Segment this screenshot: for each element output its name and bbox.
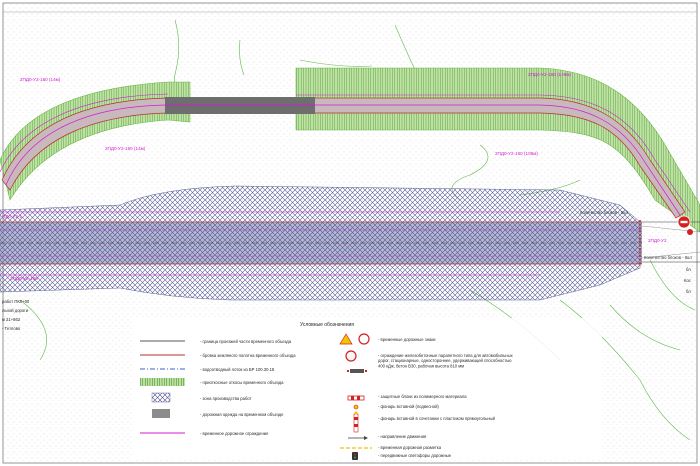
label-right-small: 2ПД0-У2 [648,238,667,243]
concrete-barrier-icon [347,369,367,373]
main-road-area [0,185,700,301]
lamp-post-icon [353,411,359,433]
temporary-road-signs [677,215,693,235]
label-upper-left-top: 2ПД0-У2-160 (14м) [20,77,61,82]
traffic-light-icon [352,452,358,460]
legend-left-item: - приоткосные откосы временного объезда [200,380,284,385]
bypass-road [1,97,686,219]
label-blocks-top: Количество блоков - 8шт [580,210,629,215]
stop-sign-icon [687,229,693,235]
legend-sym-pavement [152,409,170,418]
legend-right-item: - защитные блоки из полимерного материал… [378,394,467,399]
legend-sym-slope-icon [140,378,185,386]
legend-sym-work-zone [151,392,171,403]
label-right-edge-b: Кос [684,278,691,283]
legend-right-item: - временная дорожная разметка [378,445,442,450]
legend-right-item: - фонарь вставной (подвесной) [378,404,439,409]
legend-right-item: - направление движения [378,434,426,439]
legend-right-item: - передвижные светофоры дорожные [378,453,452,458]
label-left-mid: 2ПД0-У2-160 [10,276,38,281]
plan-labels: 2ПД0-У2-160 (14м) 2ПД0-У2-160 (14м) 2ПД0… [2,72,693,331]
warning-sign-icon [339,333,370,362]
legend-right-texts: - временные дорожные знаки - ограждение ж… [378,337,514,458]
label-upper-right-top: 2ПД0-У2-160 (149м) [528,72,571,77]
label-blocks-bottom: Количество блоков - 8шт [644,255,693,260]
label-right-edge-a: бл [686,267,691,272]
label-left-road: льной дороги [2,308,29,313]
label-left-top: ПД0-У2-1 [2,214,23,219]
legend-left-item: - водоотводный лоток из БР 100.30.18 [200,367,275,372]
lamp-icon [353,404,359,410]
legend-title: Условные обозначения [300,322,354,328]
legend-left-item: - граница проезжей части временного объе… [200,339,292,344]
upper-bypass [0,67,700,233]
direction-arrow-icon [348,436,368,440]
legend: Условные обозначения - граница проезжей … [132,318,602,460]
legend-left-texts: - граница проезжей части временного объе… [200,339,296,436]
legend-left-item: - бровка земляного полотна временного об… [200,353,296,358]
legend-left-symbols [140,340,185,434]
label-upper-left-bottom: 2ПД0-У2-160 (14м) [105,146,146,151]
label-left-work: работ ПК0+00 [2,299,30,304]
legend-left-item: - зона производства работ [200,396,252,401]
legend-right-item: - временные дорожные знаки [378,337,436,342]
label-right-edge-c: бл [686,289,691,294]
label-left-km: м 21+862 [2,317,21,322]
legend-right-symbols [339,333,372,460]
label-upper-right-bottom: 2ПД0-У2-160 (108м) [495,151,538,156]
legend-left-item: - временное дорожное ограждение [200,431,269,436]
legend-right-item: - ограждение железобетонные парапетного … [378,353,514,368]
plastic-block-icon [347,395,365,401]
legend-right-item: - фонарь вставной в сочетании с пластико… [378,416,496,421]
label-left-direction: - Тетлово [2,326,21,331]
legend-left-item: - дорожная одежда на временном объезде [200,412,284,417]
magenta-centerline [5,104,681,216]
